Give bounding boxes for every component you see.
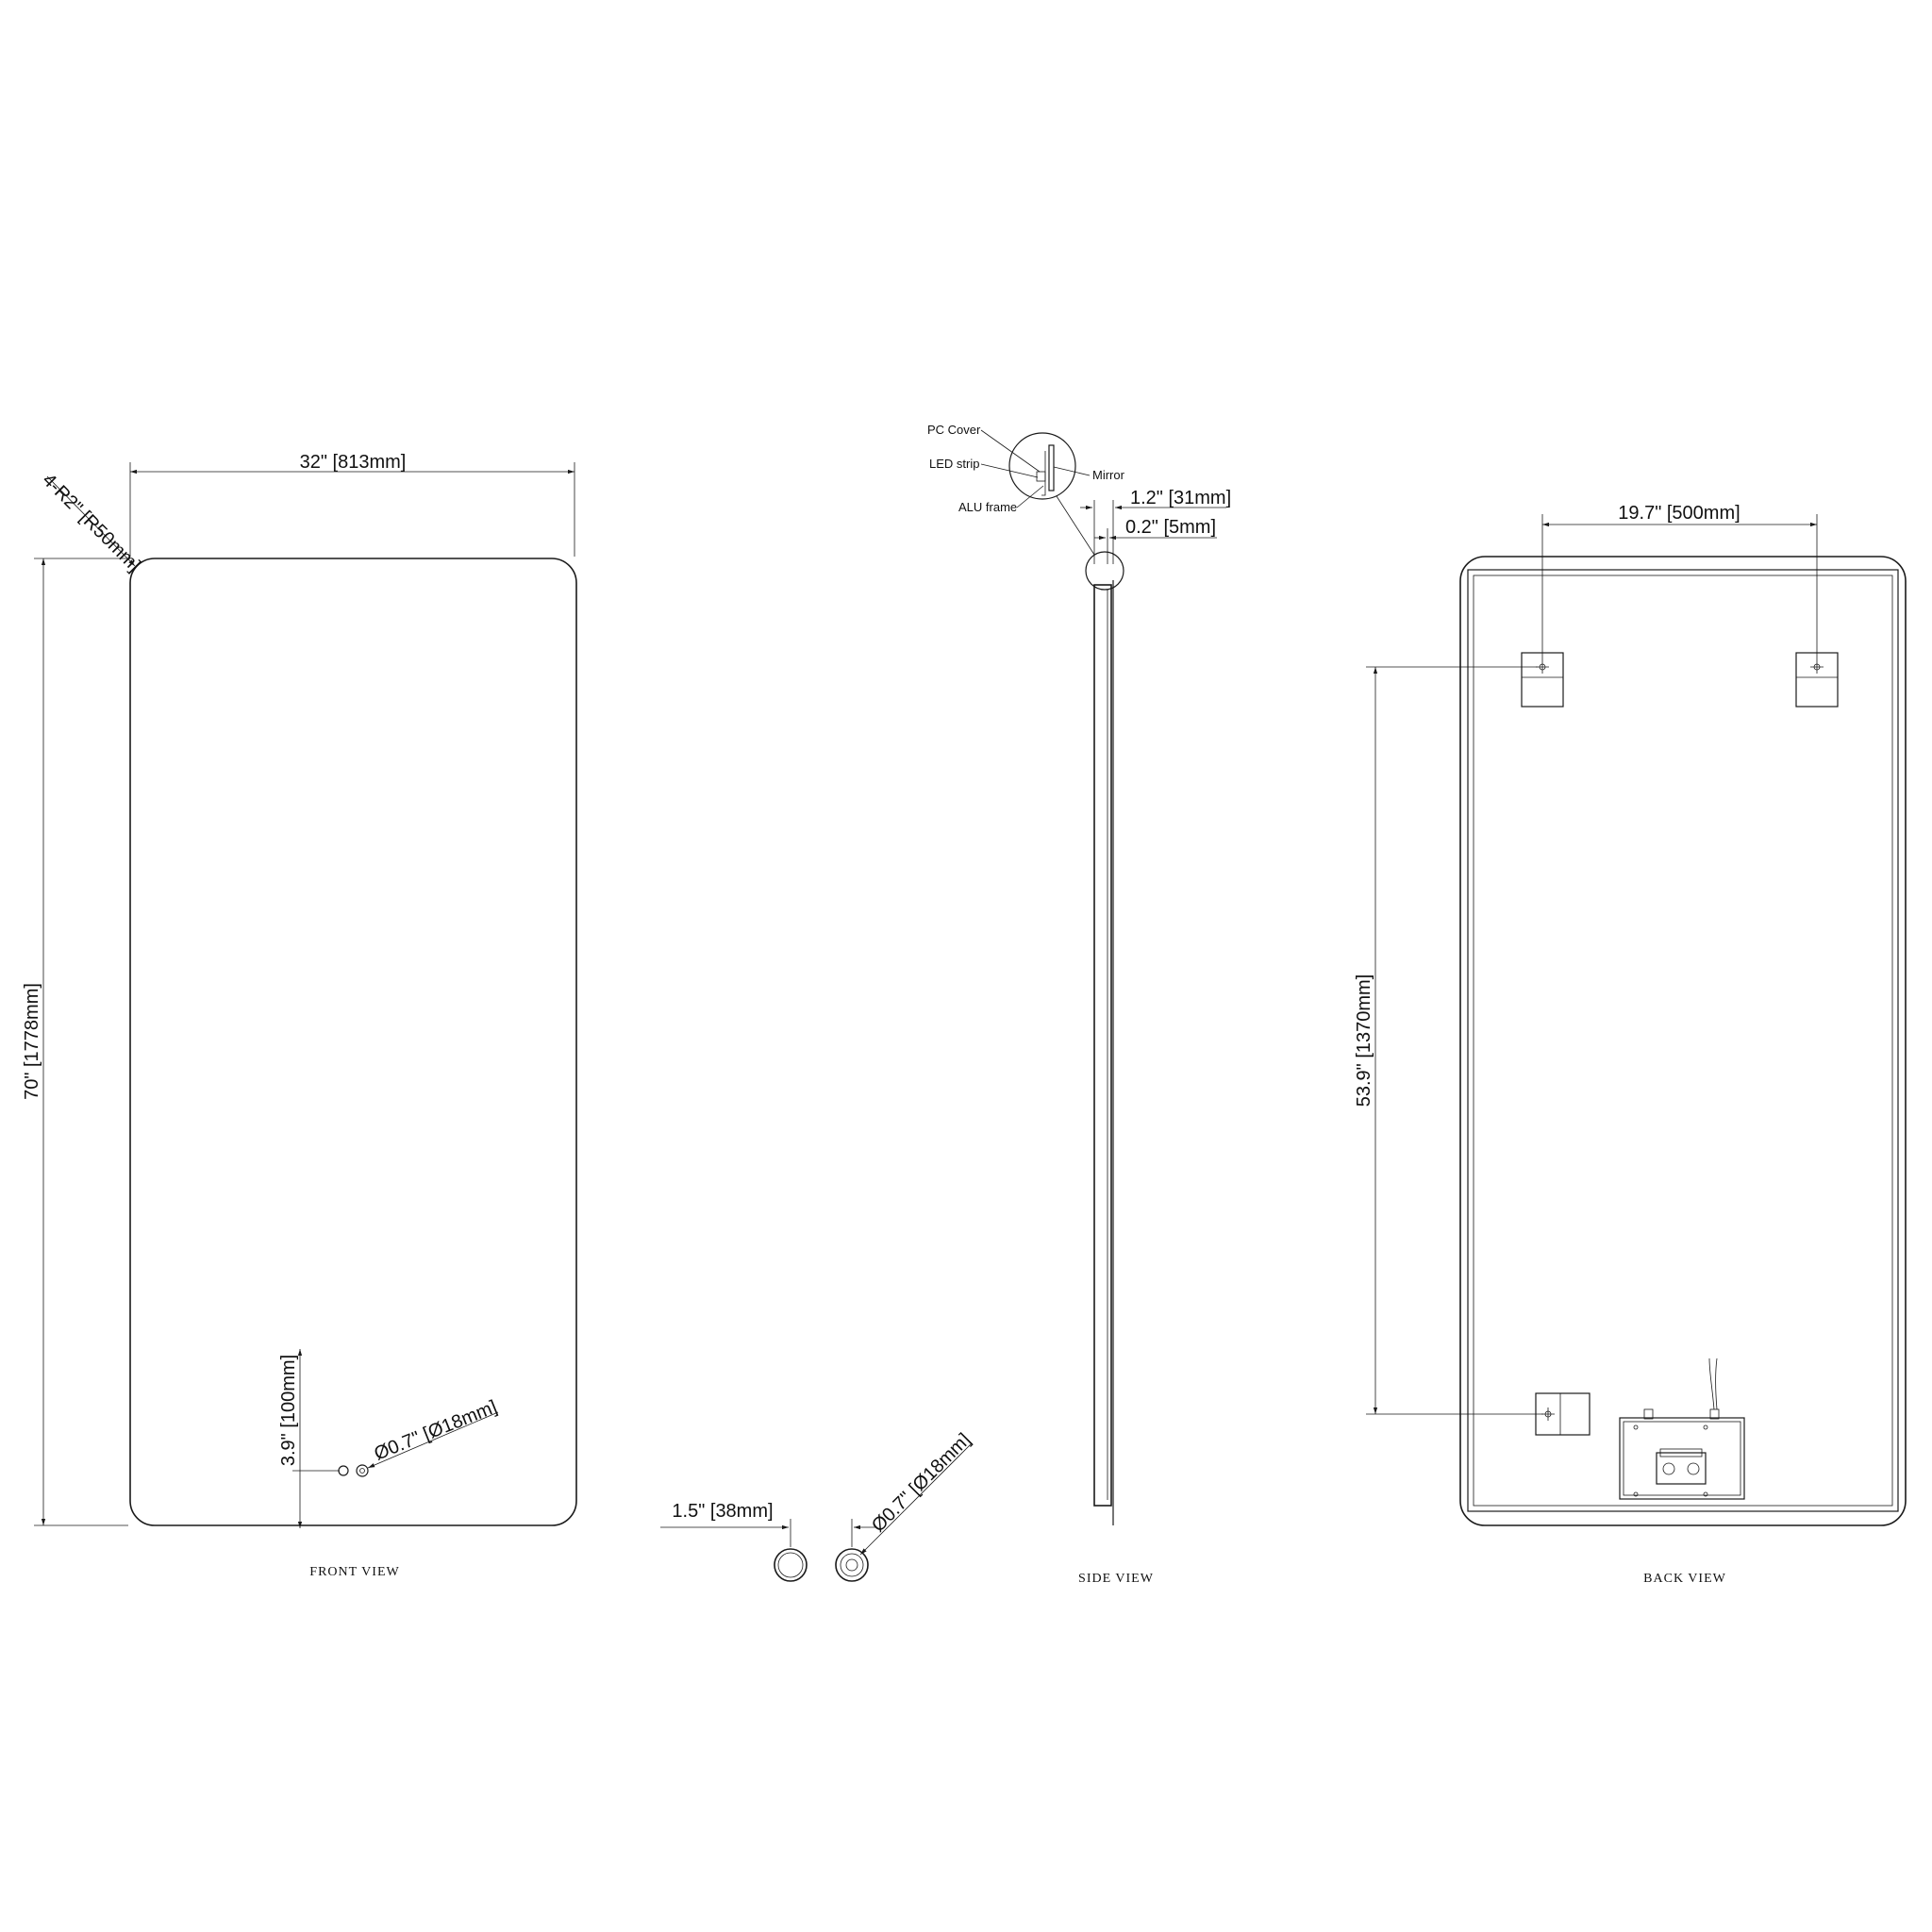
sensor-detail: 1.5" [38mm] Ø0.7" [Ø18mm] — [660, 1429, 974, 1582]
bracket-bottom — [1535, 1392, 1591, 1436]
detail-button-left-inner — [777, 1552, 804, 1578]
back-inner-frame-outer — [1467, 569, 1899, 1512]
keyhole-icon — [1541, 1407, 1555, 1421]
front-sensor-offset-label: 3.9" [100mm] — [278, 1355, 299, 1466]
side-detail-circle-small — [1085, 551, 1124, 591]
callout-alu-frame: ALU frame — [958, 500, 1017, 514]
back-inner-frame-inner — [1473, 575, 1893, 1507]
detail-dia-leader — [859, 1442, 973, 1556]
detail-spacing-label: 1.5" [38mm] — [672, 1501, 773, 1522]
back-height-label: 53.9" [1370mm] — [1354, 974, 1374, 1108]
front-height-label: 70" [1778mm] — [22, 983, 42, 1100]
side-detail-circle-large — [1008, 432, 1076, 500]
callout-pc-cover-leader — [980, 429, 1041, 473]
side-frame-profile — [1093, 584, 1112, 1507]
detail-dia-label: Ø0.7" [Ø18mm] — [868, 1429, 974, 1536]
front-sensor-hole-right — [356, 1464, 369, 1477]
callout-alu-frame-leader — [1016, 485, 1044, 508]
front-radius-label: 4-R2" [R50mm] — [38, 470, 144, 576]
driver-box — [1619, 1357, 1745, 1500]
keyhole-icon — [1536, 660, 1549, 674]
detail-button-right — [835, 1548, 869, 1582]
keyhole-icon — [1810, 660, 1824, 674]
front-sensor-hole-right-inner — [359, 1468, 365, 1474]
front-sensor-dia-leader — [367, 1411, 499, 1469]
bracket-top-right — [1795, 652, 1839, 708]
front-radius-leader — [46, 475, 136, 567]
front-view: 32" [813mm] 70" [1778mm] 4-R2" [R50mm] 3… — [22, 452, 577, 1579]
side-view-label: SIDE VIEW — [1078, 1572, 1154, 1586]
callout-mirror: Mirror — [1092, 468, 1125, 482]
callout-led-strip-leader — [980, 463, 1039, 478]
back-view: 19.7" [500mm] 53.9" [1370mm] BACK VIEW — [1354, 503, 1907, 1586]
front-width-label: 32" [813mm] — [300, 452, 407, 473]
callout-led-strip: LED strip — [929, 457, 979, 471]
bracket-top-left — [1521, 652, 1564, 708]
side-detail-mirror — [1048, 444, 1055, 491]
front-sensor-dia-label: Ø0.7" [Ø18mm] — [372, 1396, 500, 1464]
callout-pc-cover: PC Cover — [927, 423, 981, 437]
side-detail-connector — [1056, 495, 1095, 556]
side-detail-frame — [1041, 451, 1046, 496]
side-glass-label: 0.2" [5mm] — [1125, 517, 1216, 538]
detail-button-left — [774, 1548, 808, 1582]
front-view-label: FRONT VIEW — [309, 1565, 399, 1579]
front-mirror-outline — [129, 558, 577, 1526]
back-view-label: BACK VIEW — [1643, 1572, 1726, 1586]
power-cable — [1708, 1357, 1718, 1410]
detail-button-right-inner — [840, 1553, 864, 1577]
back-outer-outline — [1459, 556, 1907, 1526]
front-sensor-hole-left — [338, 1465, 349, 1476]
side-detail-led — [1036, 471, 1046, 482]
back-spacing-label: 19.7" [500mm] — [1618, 503, 1740, 524]
side-depth-label: 1.2" [31mm] — [1130, 488, 1231, 508]
callout-mirror-leader — [1053, 466, 1091, 476]
side-view: PC Cover LED strip Mirror ALU frame 1.2"… — [927, 423, 1231, 1586]
detail-button-right-core — [845, 1558, 858, 1572]
